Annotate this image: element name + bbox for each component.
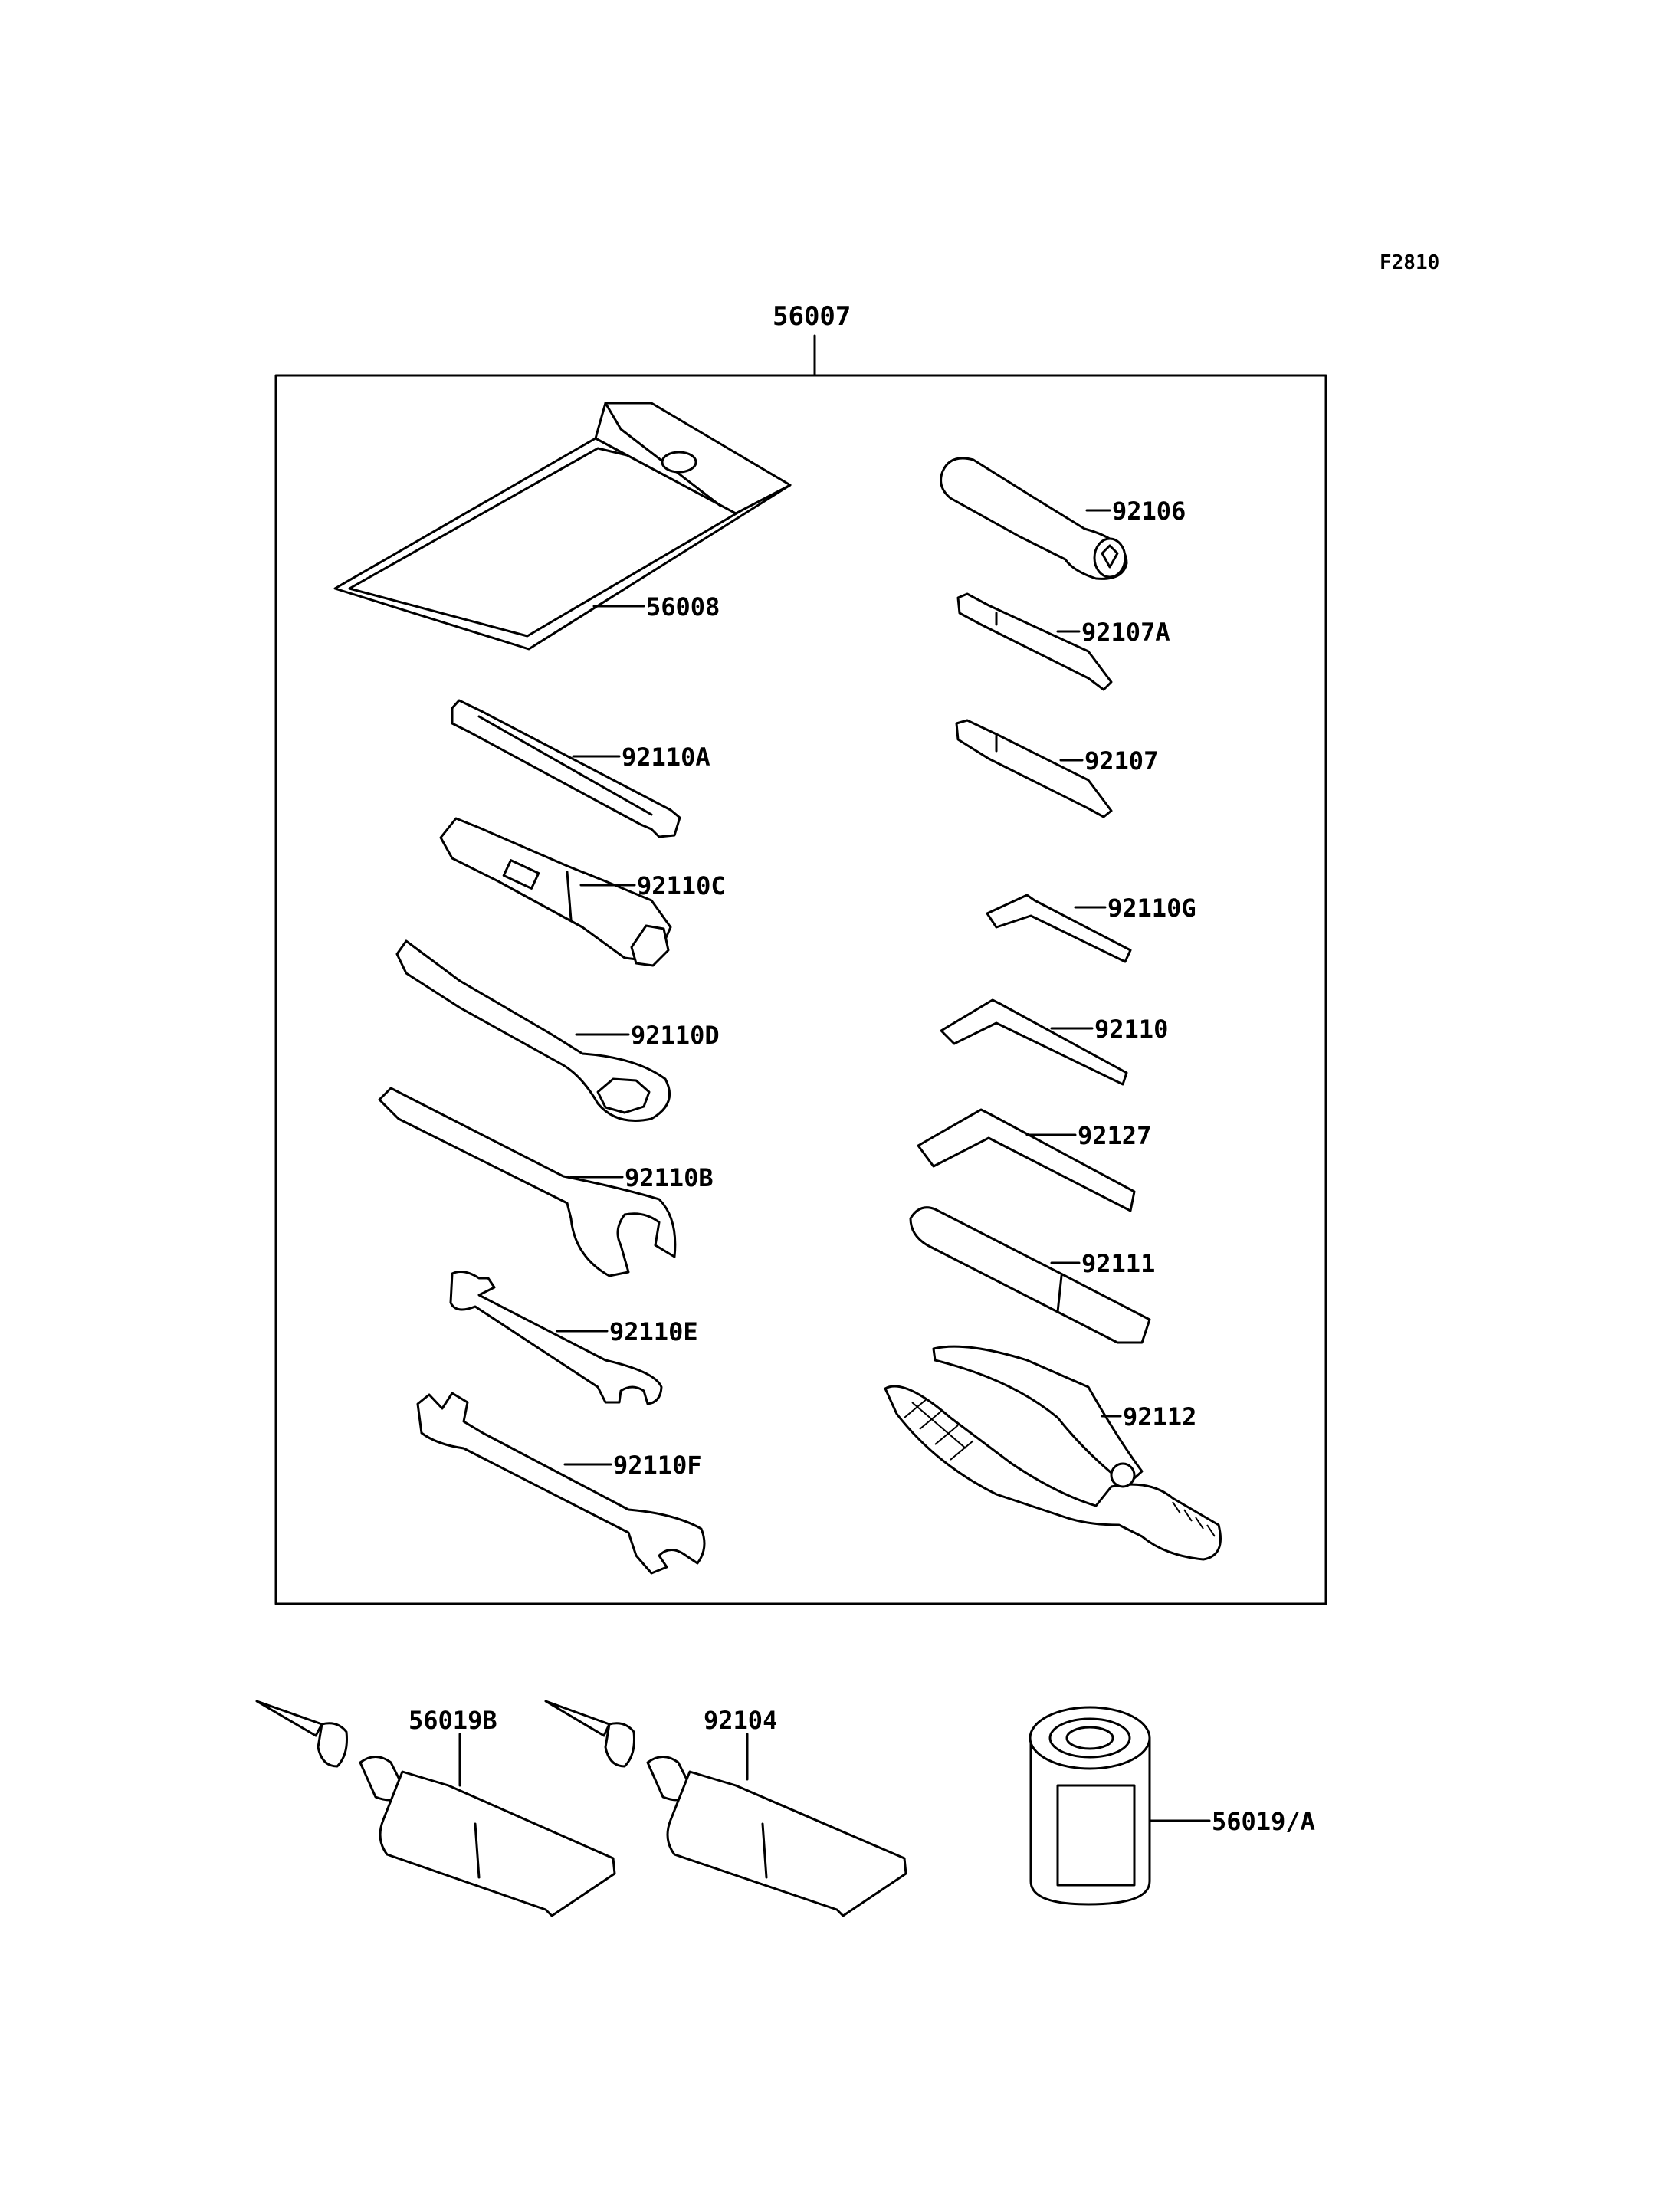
- pliers-drawing: [884, 1345, 1222, 1561]
- grease-can-drawing: [1029, 1706, 1151, 1906]
- open-wrench-small-drawing: [449, 1271, 663, 1405]
- callout-92127: 92127: [1078, 1121, 1151, 1150]
- sealant-tube-b-drawing: [255, 1700, 616, 1917]
- callout-92112: 92112: [1123, 1402, 1196, 1431]
- callout-92110d: 92110D: [631, 1021, 720, 1050]
- driver-bit-drawing: [955, 719, 1113, 818]
- driver-bit-long-drawing: [956, 592, 1113, 691]
- callout-56019b: 56019B: [409, 1706, 497, 1735]
- callout-92110c: 92110C: [637, 871, 726, 900]
- callout-92111: 92111: [1081, 1249, 1155, 1278]
- hex-key-large-drawing: [917, 1108, 1136, 1212]
- hex-key-small-drawing: [986, 894, 1132, 963]
- tool-pouch-drawing: [333, 402, 792, 651]
- ring-wrench-drawing: [395, 939, 671, 1122]
- callout-92110g: 92110G: [1107, 894, 1196, 923]
- callout-92110b: 92110B: [625, 1163, 714, 1192]
- plug-socket-drawing: [439, 817, 672, 967]
- figure-code: F2810: [1380, 251, 1439, 274]
- open-wrench-large-drawing: [378, 1087, 677, 1277]
- extension-bar-drawing: [909, 1206, 1151, 1344]
- screwdriver-handle-drawing: [940, 457, 1128, 580]
- double-open-wrench-drawing: [416, 1392, 706, 1575]
- sealant-tube-drawing: [544, 1700, 907, 1917]
- callout-92110f: 92110F: [613, 1451, 702, 1480]
- callout-92104: 92104: [704, 1706, 777, 1735]
- callout-92106: 92106: [1112, 497, 1186, 526]
- callout-56008: 56008: [646, 592, 720, 621]
- callout-92110e: 92110E: [609, 1317, 698, 1346]
- toolkit-frame: [274, 374, 1327, 1605]
- hex-key-medium-drawing: [940, 998, 1128, 1086]
- callout-92110: 92110: [1094, 1015, 1168, 1044]
- callout-56019-a: 56019/A: [1212, 1807, 1315, 1836]
- flat-wrench-drawing: [451, 699, 681, 838]
- callout-92107a: 92107A: [1081, 618, 1170, 647]
- callout-92110a: 92110A: [622, 743, 710, 772]
- kit-label: 56007: [773, 301, 851, 332]
- callout-92107: 92107: [1084, 746, 1158, 776]
